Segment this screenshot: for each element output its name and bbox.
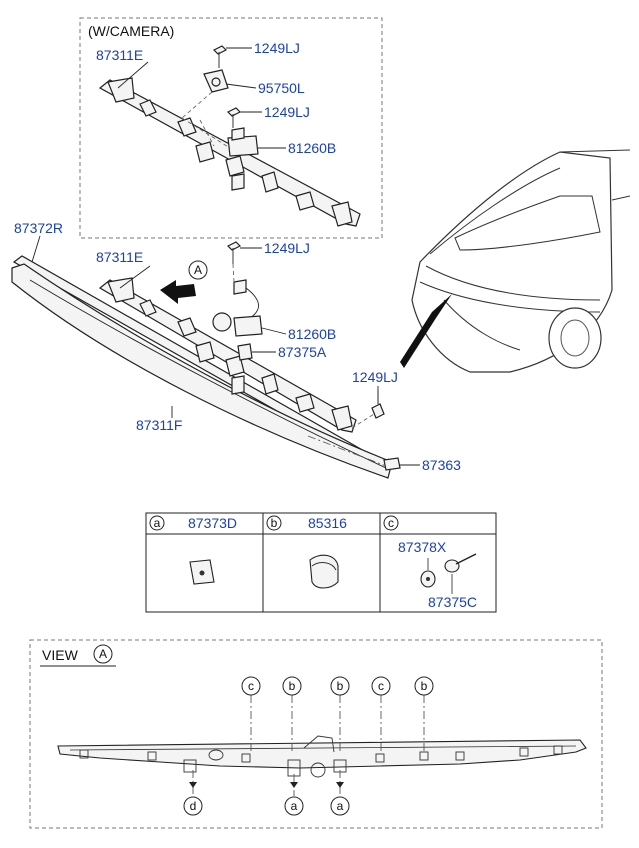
label-bolt-main: 1249LJ [264, 240, 310, 256]
callout-top-4: c [378, 679, 384, 693]
label-clip: 87363 [422, 457, 461, 473]
view-a-top-callouts: c b b c b [241, 676, 434, 752]
view-marker-circle [188, 260, 208, 280]
label-bolt-top: 1249LJ [254, 40, 300, 56]
callout-top-1: c [248, 679, 254, 693]
camera-box-border [79, 17, 383, 239]
harness-camera-part [227, 127, 259, 157]
callout-top-3: b [337, 679, 344, 693]
view-arrow-icon [160, 280, 196, 304]
callout-top-5: b [421, 679, 428, 693]
bolt-mid-part [226, 107, 242, 128]
label-harness-main: 81260B [288, 326, 336, 342]
vehicle-rear-illustration [400, 149, 631, 373]
harness-main-part [212, 279, 263, 337]
retainer-bracket-main [98, 277, 357, 433]
legend-letter-a: a [154, 516, 161, 530]
view-a-bottom-callouts: d a a [183, 770, 350, 816]
label-retainer-main: 87311E [96, 249, 143, 265]
garnish-part [11, 263, 393, 479]
camera-variant-group: (W/CAMERA) [79, 17, 383, 239]
legend-part-b: 85316 [308, 515, 347, 531]
label-bolt-mid: 1249LJ [264, 104, 310, 120]
callout-bottom-3: a [337, 799, 344, 813]
callout-bottom-2: a [291, 799, 298, 813]
label-pad: 87372R [14, 220, 63, 236]
clip-part [383, 457, 401, 471]
label-garnish: 87311F [136, 417, 182, 433]
view-marker-letter: A [194, 263, 202, 277]
main-assembly-group: A 87372R 87311E 1249LJ 81260B 87375A 124… [11, 220, 461, 479]
camera-box-title: (W/CAMERA) [88, 23, 174, 39]
rear-camera-part [203, 69, 229, 93]
bolt-top-part [212, 45, 228, 68]
view-a-title: VIEW [42, 647, 79, 663]
callout-top-2: b [289, 679, 296, 693]
label-retainer-camera: 87311E [96, 47, 143, 63]
legend-table: a 87373D b 85316 c 87378X 87375C [145, 512, 497, 613]
label-camera: 95750L [258, 80, 305, 96]
bolt-main-part [226, 241, 242, 264]
tape-part [237, 343, 253, 361]
legend-letter-b: b [271, 516, 278, 530]
view-a-group: VIEW A [29, 639, 603, 829]
legend-part-screw: 87375C [428, 594, 477, 610]
label-tape: 87375A [278, 344, 327, 360]
label-bolt-right: 1249LJ [352, 369, 398, 385]
callout-bottom-1: d [190, 799, 197, 813]
label-harness-camera: 81260B [288, 140, 336, 156]
legend-letter-c: c [388, 516, 394, 530]
washer-screw-icon [420, 553, 477, 594]
view-a-border [29, 639, 603, 829]
view-a-marker: A [99, 647, 107, 661]
legend-part-washer: 87378X [398, 539, 447, 555]
grommet-icon [309, 554, 339, 589]
location-pointer-icon [400, 294, 452, 368]
legend-part-a: 87373D [188, 515, 237, 531]
